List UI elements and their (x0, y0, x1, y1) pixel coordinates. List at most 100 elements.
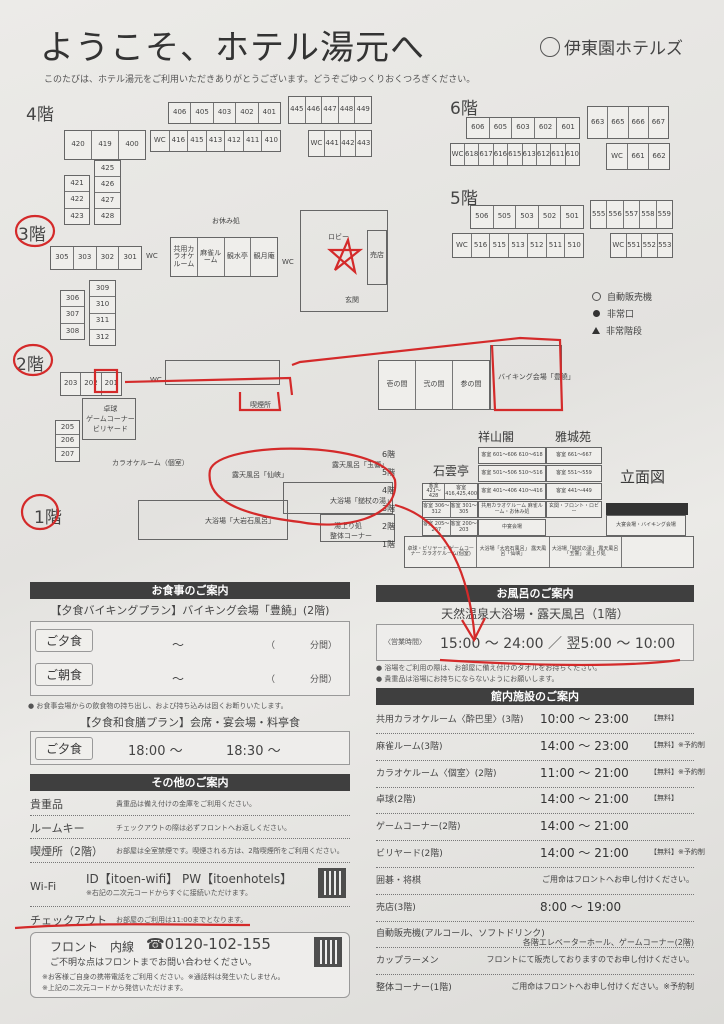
facility-row: 麻雀ルーム(3階)14:00 〜 23:00【無料】※予約制 (376, 735, 705, 761)
room: 559 (657, 209, 672, 218)
bath-note: ● 貴重品は浴場にお持ちにならないようにお願いします。 (376, 675, 559, 683)
minutes-label: 分間） (310, 641, 338, 651)
floor-4-label: 4階 (26, 105, 54, 125)
room: 615 (508, 144, 523, 165)
room: 306 (61, 291, 84, 308)
wifi-credentials: ID【itoen-wifi】 PW【itoenhotels】 (86, 872, 293, 886)
room: 420 (65, 131, 92, 159)
legend-item: 非常階段 (592, 324, 652, 337)
room: 弐の間 (416, 361, 453, 409)
room: 312 (95, 332, 110, 341)
banquet-halls: 壱の間弐の間参の間 (378, 360, 490, 410)
elev-cell-label: 客室 200〜203 (450, 521, 477, 533)
kaiseki-dinner-label: ご夕食 (35, 737, 94, 760)
room: 617 (479, 144, 494, 165)
room: 663 (588, 107, 609, 138)
divider (376, 786, 694, 788)
welcome-message: このたびは、ホテル湯元をご利用いただきありがとうございます。どうぞごゆっくりおく… (44, 75, 476, 85)
facility-name: 整体コーナー(1階) (376, 983, 452, 993)
room: 552 (642, 234, 658, 257)
elev-cell-label: 客室 661〜667 (556, 451, 592, 458)
facility-row: 整体コーナー(1階)ご用命はフロントへお申し付けください。※予約制 (376, 976, 694, 1002)
room: 611 (551, 144, 566, 165)
room: 421 (65, 176, 89, 193)
elevation-title: 立面図 (620, 468, 666, 486)
info-label: 貴重品 (30, 798, 63, 811)
room: 661 (628, 144, 649, 169)
bath-header: お風呂のご案内 (376, 585, 694, 602)
page-title: ようこそ、ホテル湯元へ (40, 28, 425, 68)
room: 壱の間 (379, 361, 416, 409)
smoking-room-label: 喫煙所 (250, 401, 271, 409)
emergency-exit-icon (593, 310, 600, 317)
room: 662 (652, 151, 666, 160)
elev-cell-label: 客室 601〜606 610〜618 (481, 451, 543, 458)
elev-cell-label: 客室 501〜506 510〜516 (481, 469, 543, 476)
bath-note: ● 浴場をご利用の際は、お部屋に備え付けのタオルをお持ちください。 (376, 664, 602, 672)
floor-6-label: 6階 (450, 99, 478, 119)
elev-cell-label: 客室 416,425,400 (445, 485, 477, 497)
building-label: 雅城苑 (555, 430, 592, 444)
elev-cell: 中宴会場 (478, 519, 546, 536)
room: 202 (81, 373, 102, 395)
room: 410 (264, 136, 278, 145)
room: 麻雀ルーム (198, 238, 225, 276)
facility-hours: 14:00 〜 21:00 (540, 846, 629, 860)
info-value: 貴重品は備え付けの金庫をご利用ください。 (116, 800, 256, 808)
room: 400 (125, 140, 139, 149)
divider (376, 974, 694, 976)
bath-subtitle: 天然温泉大浴場・露天風呂（1階） (441, 607, 629, 621)
room: 403 (214, 103, 237, 123)
info-label: ルームキー (30, 822, 85, 835)
shop-label: 売店 (370, 251, 384, 259)
restroom: WC (611, 234, 627, 257)
bath-hours: 15:00 〜 24:00 ／ 翌5:00 〜 10:00 (440, 636, 676, 652)
room: 501 (565, 212, 579, 221)
room: 411 (244, 131, 263, 151)
facility-name: 売店(3階) (376, 902, 416, 913)
room: 402 (236, 103, 259, 123)
room: 416 (170, 131, 189, 151)
elev-cell-label: 客室 421〜428 (423, 483, 446, 499)
buffet-plan-title: 【夕食バイキングプラン】バイキング会場「豊饒」(2階) (50, 604, 330, 617)
elevation-floor-label: 2階 (382, 522, 396, 531)
room: 203 (61, 373, 82, 395)
free-badge: 【無料】 (650, 794, 678, 803)
other-info-header: その他のご案内 (30, 774, 350, 791)
wifi-qr-code[interactable] (318, 868, 346, 898)
room: 618 (465, 144, 480, 165)
shop-room (367, 230, 387, 285)
facility-name: 卓球(2階) (376, 795, 416, 806)
facility-message: ご用命はフロントへお申し付けください。 (542, 874, 694, 884)
room: 425 (95, 161, 120, 177)
room: 207 (60, 450, 75, 458)
room: 610 (565, 149, 579, 158)
elev-roof (606, 503, 688, 515)
elev-cell: 卓球・ビリヤード ゲームコーナー カラオケルーム(個室)大浴場「大岩石風呂」 露… (404, 536, 694, 568)
restroom: WC (453, 234, 472, 257)
room: 401 (262, 108, 277, 117)
front-desk-phone[interactable]: ☎0120-102-155 (146, 935, 271, 953)
brand-logo: 伊東園ホテルズ (540, 34, 683, 59)
divider (30, 838, 350, 839)
facility-row: 共用カラオケルーム〈酔巴里〉(3階)10:00 〜 23:00【無料】 (376, 708, 694, 734)
facility-name: ビリヤード(2階) (376, 849, 443, 859)
elev-cell-label: 客室 401〜406 410〜416 (481, 487, 543, 494)
room: 301 (123, 253, 137, 262)
room: 427 (95, 193, 120, 209)
room: 666 (629, 107, 649, 138)
room: 515 (490, 234, 510, 257)
elev-cell-label: 大宴会場・バイキング会場 (616, 521, 676, 528)
front-desk-qr-code[interactable] (314, 937, 342, 967)
room: 443 (356, 138, 371, 147)
room: 441 (325, 131, 341, 156)
room: 613 (523, 144, 537, 165)
room: 665 (608, 107, 629, 138)
room: 309 (90, 281, 115, 298)
building-label: 石雲亭 (433, 464, 470, 478)
legend-label: 非常階段 (606, 327, 643, 337)
dinner-tilde: 〜 (172, 638, 185, 652)
rest-area-label: お休み処 (212, 217, 240, 225)
facility-row: 売店(3階)8:00 〜 19:00 (376, 896, 694, 922)
